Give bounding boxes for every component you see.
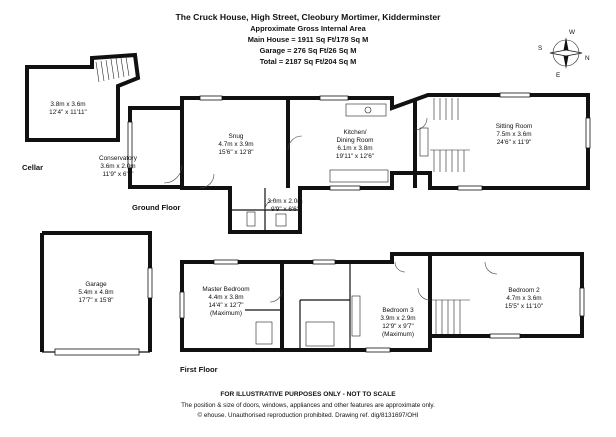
area-main-house: Main House = 1911 Sq Ft/178 Sq M [247, 35, 369, 44]
cellar-dims-ft: 12'4" x 11'11" [49, 109, 87, 116]
cellar-plan: 3.8m x 3.6m 12'4" x 11'11" [25, 52, 141, 142]
utility-dims-ft: 9'9" x 6'6" [271, 206, 299, 213]
bedroom-2-dims-m: 4.7m x 3.6m [506, 295, 541, 302]
kitchen-name-2: Dining Room [337, 137, 374, 144]
copyright-text: © ehouse. Unauthorised reproduction proh… [197, 412, 419, 419]
conservatory-dims-m: 3.6m x 2.0m [100, 163, 135, 170]
utility-dims-m: 3.0m x 2.0m [267, 198, 302, 205]
conservatory-dims-ft: 11'9" x 6'6" [102, 171, 133, 178]
floor-label-cellar: Cellar [22, 163, 43, 172]
compass-e: E [556, 72, 560, 79]
area-total: Total = 2187 Sq Ft/204 Sq M [259, 57, 357, 66]
area-garage: Garage = 276 Sq Ft/26 Sq M [259, 46, 357, 55]
bedroom-3-dims-m: 3.9m x 2.9m [380, 315, 415, 322]
area-title: Approximate Gross Internal Area [250, 24, 366, 33]
sitting-room-name: Sitting Room [496, 123, 533, 130]
cellar-dims-m: 3.8m x 3.6m [50, 101, 85, 108]
snug-name: Snug [229, 133, 244, 140]
floor-label-ground: Ground Floor [132, 203, 181, 212]
disclaimer-note: The position & size of doors, windows, a… [181, 402, 435, 409]
garage-plan: Garage 5.4m x 4.8m 17'7" x 15'8" [40, 231, 153, 356]
bedroom-3-dims-ft: 12'9" x 9'7" [382, 323, 414, 330]
kitchen-dims-m: 6.1m x 3.8m [337, 145, 372, 152]
bedroom-3-note: (Maximum) [382, 331, 414, 338]
bedroom-3-name: Bedroom 3 [382, 307, 414, 314]
bedroom-2-name: Bedroom 2 [508, 287, 540, 294]
first-floor-plan: Master Bedroom 4.4m x 3.8m 14'4" x 12'7"… [179, 252, 585, 353]
kitchen-name: Kitchen/ [343, 129, 366, 136]
conservatory-name: Conservatory [99, 155, 138, 162]
compass-w: W [569, 29, 576, 36]
master-bedroom-dims-m: 4.4m x 3.8m [208, 294, 243, 301]
compass-n: N [585, 55, 590, 62]
garage-name: Garage [85, 281, 107, 288]
disclaimer-text: FOR ILLUSTRATIVE PURPOSES ONLY - NOT TO … [220, 391, 396, 398]
compass-s: S [538, 45, 542, 52]
snug-dims-m: 4.7m x 3.9m [218, 141, 253, 148]
master-bedroom-note: (Maximum) [210, 310, 242, 317]
plan-address: The Cruck House, High Street, Cleobury M… [175, 12, 441, 22]
kitchen-dims-ft: 19'11" x 12'6" [336, 153, 374, 160]
snug-dims-ft: 15'6" x 12'8" [218, 149, 253, 156]
ground-floor-plan: Conservatory 3.6m x 2.0m 11'9" x 6'6" [99, 92, 591, 234]
garage-dims-m: 5.4m x 4.8m [78, 289, 113, 296]
sitting-room-dims-m: 7.5m x 3.6m [496, 131, 531, 138]
sitting-room-dims-ft: 24'6" x 11'9" [497, 139, 532, 146]
bedroom-2-dims-ft: 15'5" x 11'10" [505, 303, 543, 310]
master-bedroom-dims-ft: 14'4" x 12'7" [208, 302, 243, 309]
garage-dims-ft: 17'7" x 15'8" [78, 297, 113, 304]
master-bedroom-name: Master Bedroom [202, 286, 249, 293]
compass-icon: W N E S [538, 29, 590, 79]
floor-label-first: First Floor [180, 365, 218, 374]
